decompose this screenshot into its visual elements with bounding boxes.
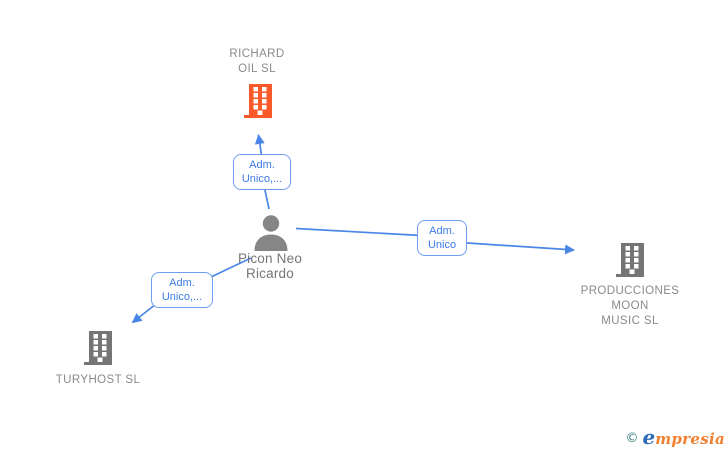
edge-person-to-turyhost [210, 257, 252, 278]
node-label-line: OIL SL [238, 63, 276, 75]
edge-person-to-richard [263, 187, 270, 210]
edge-label-line: Adm. [249, 159, 275, 171]
edge-box-to-turyhost [131, 303, 157, 324]
node-label-line: Picon Neo [237, 251, 303, 266]
edge-label-line: Adm. [429, 225, 455, 237]
building-icon-turyhost[interactable] [84, 331, 112, 365]
edge-label-line: Unico,... [241, 173, 283, 185]
edge-box-to-richard [254, 134, 265, 156]
brand-initial: e [642, 425, 656, 449]
node-label-producciones: PRODUCCIONES MOON MUSIC SL [550, 284, 710, 329]
node-label-line: RICHARD [229, 48, 285, 60]
node-label-line: MOON [611, 300, 649, 312]
node-label-line: Ricardo [246, 266, 294, 281]
edge-label-line: Unico,... [161, 291, 203, 303]
copyright-icon: © [625, 431, 639, 446]
node-label-turyhost: TURYHOST SL [28, 373, 168, 388]
person-icon[interactable] [252, 214, 290, 251]
node-label-richard-oil: RICHARD OIL SL [187, 47, 327, 77]
node-label-person: Picon Neo Ricardo [200, 251, 340, 281]
edge-person-to-producciones [295, 227, 431, 237]
empresia-logo[interactable]: ©empresia [625, 425, 725, 449]
building-icon-richard-oil[interactable] [244, 84, 272, 118]
edge-box-to-producciones [459, 241, 575, 255]
node-label-line: MUSIC SL [601, 315, 659, 327]
node-label-line: PRODUCCIONES [580, 285, 680, 297]
edge-label-line: Adm. [169, 277, 195, 289]
node-label-line: TURYHOST SL [55, 374, 141, 386]
edge-label-line: Unico [427, 239, 457, 251]
brand-text: mpresia [655, 430, 725, 448]
edge-label-adm-unico-richard[interactable]: Adm. Unico,... [233, 154, 291, 190]
edge-label-adm-unico-turyhost[interactable]: Adm. Unico,... [151, 272, 213, 308]
edge-label-adm-unico-producciones[interactable]: Adm. Unico [417, 220, 467, 256]
building-icon-producciones[interactable] [616, 243, 644, 277]
